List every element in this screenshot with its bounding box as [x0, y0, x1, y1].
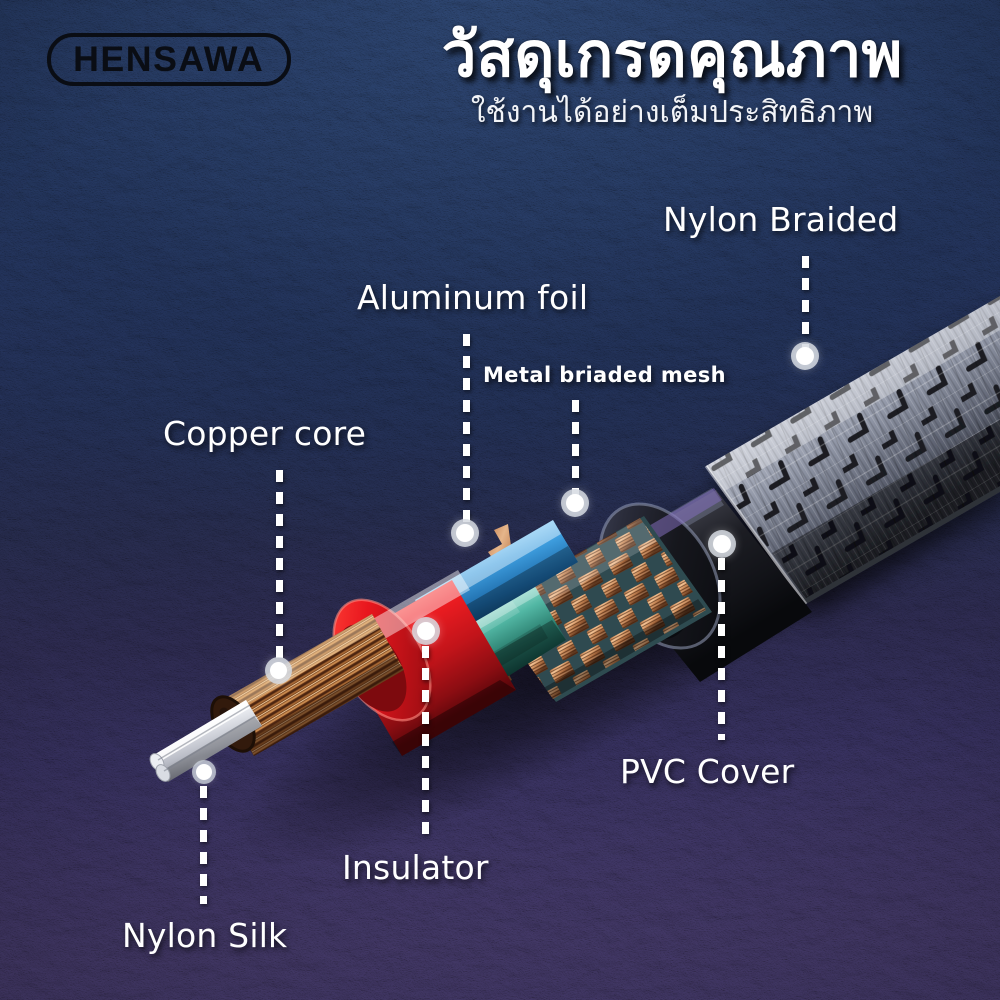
- brand-logo-text: HENSAWA: [73, 40, 265, 79]
- header-text-block: วัสดุเกรดคุณภาพ ใช้งานได้อย่างเต็มประสิท…: [372, 20, 972, 132]
- leader-line-copper-core: [276, 470, 283, 666]
- leader-line-pvc-cover: [718, 558, 725, 740]
- leader-line-insulator: [422, 646, 429, 838]
- leader-dot-pvc-cover: [713, 535, 731, 553]
- leader-dot-insulator: [417, 622, 435, 640]
- leader-dot-nylon-silk: [196, 764, 212, 780]
- leader-line-nylon-silk: [200, 786, 207, 904]
- leader-line-metal-braided-mesh: [572, 400, 579, 498]
- leader-line-aluminum-foil: [463, 334, 470, 528]
- callout-label-nylon-silk: Nylon Silk: [122, 916, 288, 955]
- leader-dot-metal-braided-mesh: [566, 494, 584, 512]
- callout-label-insulator: Insulator: [342, 848, 489, 887]
- nylon-silk-layer: [149, 700, 262, 782]
- page-title: วัสดุเกรดคุณภาพ: [441, 18, 903, 91]
- brand-logo: HENSAWA: [47, 33, 291, 86]
- leader-dot-nylon-braided: [796, 347, 814, 365]
- leader-line-nylon-braided: [802, 256, 809, 352]
- leader-dot-copper-core: [270, 662, 287, 679]
- callout-label-pvc-cover: PVC Cover: [620, 752, 795, 791]
- callout-label-copper-core: Copper core: [163, 414, 367, 453]
- callout-label-nylon-braided: Nylon Braided: [663, 200, 899, 239]
- callout-label-aluminum-foil: Aluminum foil: [357, 278, 589, 317]
- leader-dot-aluminum-foil: [456, 524, 474, 542]
- callout-label-metal-braided-mesh: Metal briaded mesh: [483, 363, 727, 387]
- page-subtitle: ใช้งานได้อย่างเต็มประสิทธิภาพ: [470, 95, 874, 131]
